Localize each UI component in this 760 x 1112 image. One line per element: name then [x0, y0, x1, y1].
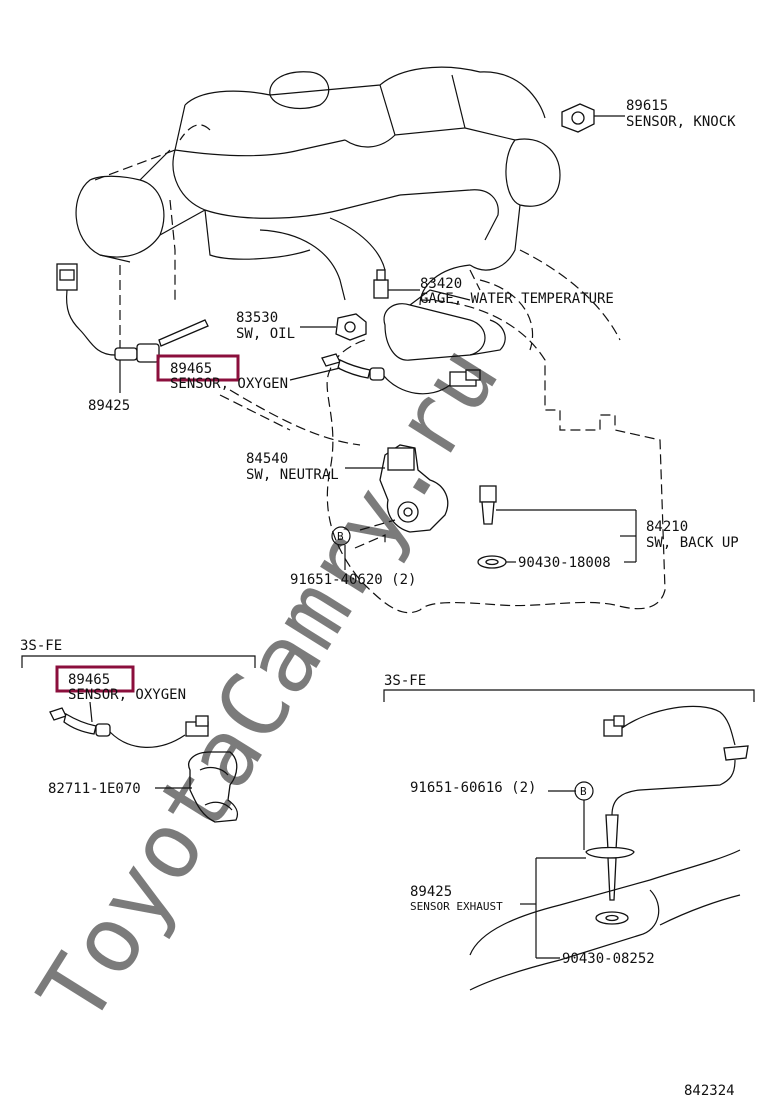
p89465-3sfe-number[interactable]: 89465 — [68, 672, 110, 688]
p91651-60616-number[interactable]: 91651-60616 (2) — [410, 780, 536, 796]
p89465-main-name: SENSOR, OXYGEN — [170, 376, 288, 392]
p89425-3sfe-number[interactable]: 89425 — [410, 884, 452, 900]
backup-switch-part — [477, 485, 637, 569]
exhaust-sensor-89425-3sfe — [469, 705, 749, 991]
clamp-82711-part — [155, 751, 239, 823]
section-right-3sfe — [383, 689, 755, 702]
neutral-switch-part — [345, 444, 449, 549]
p91651-40620-number[interactable]: 91651-40620 (2) — [290, 572, 416, 588]
p89615-name: SENSOR, KNOCK — [626, 114, 736, 130]
marker-b-lower — [574, 781, 594, 801]
engine-block-drawing — [75, 66, 666, 614]
p89425-3sfe-name: SENSOR EXHAUST — [410, 900, 503, 913]
exhaust-sensor-89425-upper — [56, 263, 209, 393]
p89465-3sfe-name: SENSOR, OXYGEN — [68, 687, 186, 703]
oil-switch-part — [300, 313, 367, 341]
p83420-name: GAGE, WATER TEMPERATURE — [420, 291, 614, 307]
p89465-main-number[interactable]: 89465 — [170, 361, 212, 377]
marker-b-upper-label: B — [337, 530, 344, 543]
marker-b-lower-label: B — [580, 785, 587, 798]
p83530-number[interactable]: 83530 — [236, 310, 278, 326]
p84540-number[interactable]: 84540 — [246, 451, 288, 467]
p89615-number[interactable]: 89615 — [626, 98, 668, 114]
p84210-number[interactable]: 84210 — [646, 519, 688, 535]
section-right-title: 3S-FE — [384, 673, 426, 689]
diagram-number: 842324 — [684, 1083, 735, 1099]
p83530-name: SW, OIL — [236, 326, 295, 342]
knock-sensor-part — [561, 103, 625, 133]
oxygen-sensor-89465-main — [289, 353, 481, 395]
p82711-number[interactable]: 82711-1E070 — [48, 781, 141, 797]
p84210-name: SW, BACK UP — [646, 535, 739, 551]
water-temp-gage-part — [373, 269, 420, 299]
p90430-08252-number[interactable]: 90430-08252 — [562, 951, 655, 967]
oxygen-sensor-89465-3sfe — [49, 701, 209, 748]
p84540-name: SW, NEUTRAL — [246, 467, 339, 483]
p89425-main-number[interactable]: 89425 — [88, 398, 130, 414]
highlight-89465-3sfe — [55, 665, 135, 693]
p83420-number[interactable]: 83420 — [420, 276, 462, 292]
section-left-title: 3S-FE — [20, 638, 62, 654]
section-left-3sfe — [21, 655, 256, 668]
highlight-89465-main — [156, 354, 240, 382]
p90430-18008-number[interactable]: 90430-18008 — [518, 555, 611, 571]
marker-b-upper — [331, 526, 351, 546]
